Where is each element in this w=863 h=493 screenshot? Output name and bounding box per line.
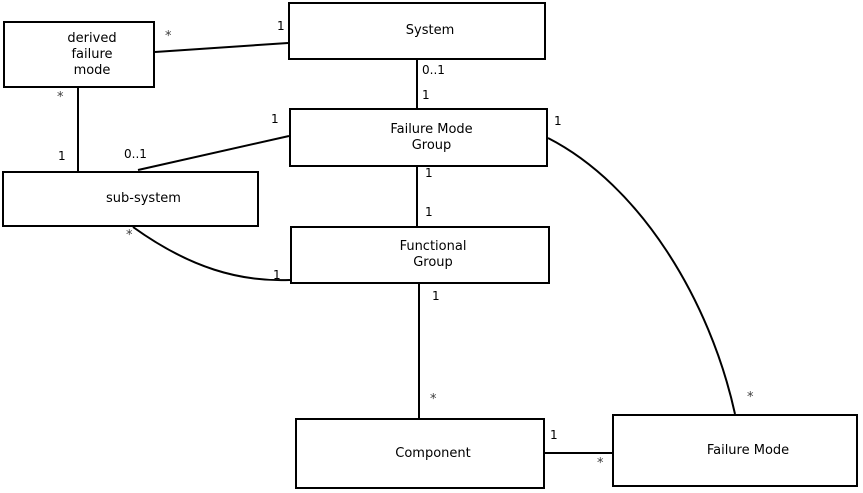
multiplicity-label-functional-group-to-component-0: 1 [432,289,440,303]
multiplicity-label-subsystem-to-failure-mode-group-1: 1 [271,112,279,126]
association-subsystem-to-functional-group [132,226,291,282]
multiplicity-label-failure-mode-group-to-failure-mode-0: 1 [554,114,562,128]
class-box-functional-group[interactable]: Functional Group [290,226,550,284]
multiplicity-label-subsystem-to-failure-mode-group-0: 0..1 [124,147,147,161]
multiplicity-label-failure-mode-group-to-functional-group-1: 1 [425,205,433,219]
multiplicity-label-derived-to-subsystem-0: * [57,90,64,105]
multiplicity-label-subsystem-to-functional-group-1: 1 [273,268,281,282]
association-failure-mode-group-to-failure-mode [547,137,736,415]
class-name-failure-mode: Failure Mode [706,442,790,458]
multiplicity-label-system-to-failure-mode-group-0: 0..1 [422,63,445,77]
class-name-sub-system: sub-system [106,191,181,206]
class-name-functional-group: Functional Group [399,239,467,270]
multiplicity-label-functional-group-to-component-1: * [430,392,437,407]
class-name-derived-failure-mode: derived failure mode [67,30,117,78]
class-box-derived-failure-mode[interactable]: derived failure mode [3,21,155,88]
multiplicity-label-component-to-failure-mode-1: * [597,456,604,471]
multiplicity-label-failure-mode-group-to-failure-mode-1: * [747,390,754,405]
class-box-sub-system[interactable]: sub-system [2,171,259,227]
multiplicity-label-subsystem-to-functional-group-0: * [126,228,133,243]
class-box-component[interactable]: Component [295,418,545,489]
multiplicity-label-component-to-failure-mode-0: 1 [550,428,558,442]
association-derived-to-system [154,42,289,53]
class-box-failure-mode[interactable]: Failure Mode [612,414,858,487]
multiplicity-label-derived-to-subsystem-1: 1 [58,149,66,163]
multiplicity-label-failure-mode-group-to-functional-group-0: 1 [425,166,433,180]
class-name-system: System [405,23,455,38]
class-name-component: Component [395,445,471,461]
class-box-failure-mode-group[interactable]: Failure Mode Group [289,108,548,167]
class-box-system[interactable]: System [288,2,546,60]
multiplicity-label-system-to-failure-mode-group-1: 1 [422,88,430,102]
multiplicity-label-derived-to-system-0: * [165,29,172,44]
multiplicity-label-derived-to-system-1: 1 [277,19,285,33]
class-name-failure-mode-group: Failure Mode Group [390,121,473,153]
association-subsystem-to-failure-mode-group [137,135,290,171]
